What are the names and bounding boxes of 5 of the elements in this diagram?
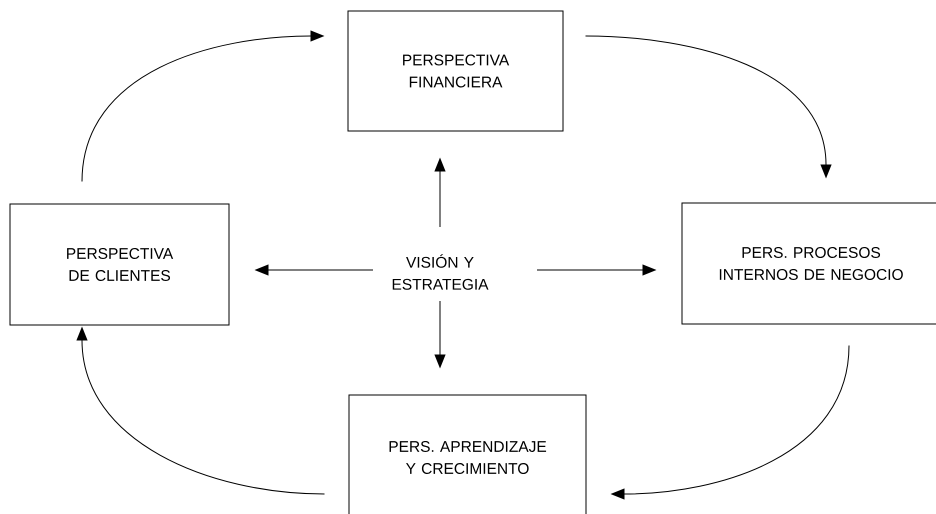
box: PERSPECTIVA FINANCIERA	[348, 10, 564, 132]
box: PERS. PROCESOS INTERNOS DE NEGOCIO	[682, 202, 936, 324]
box: PERSPECTIVA DE CLIENTES	[10, 204, 230, 326]
text-label: VISIÓN Y ESTRATEGIA	[392, 254, 488, 290]
box: PERS. APRENDIZAJE Y CRECIMIENTO	[348, 394, 586, 514]
